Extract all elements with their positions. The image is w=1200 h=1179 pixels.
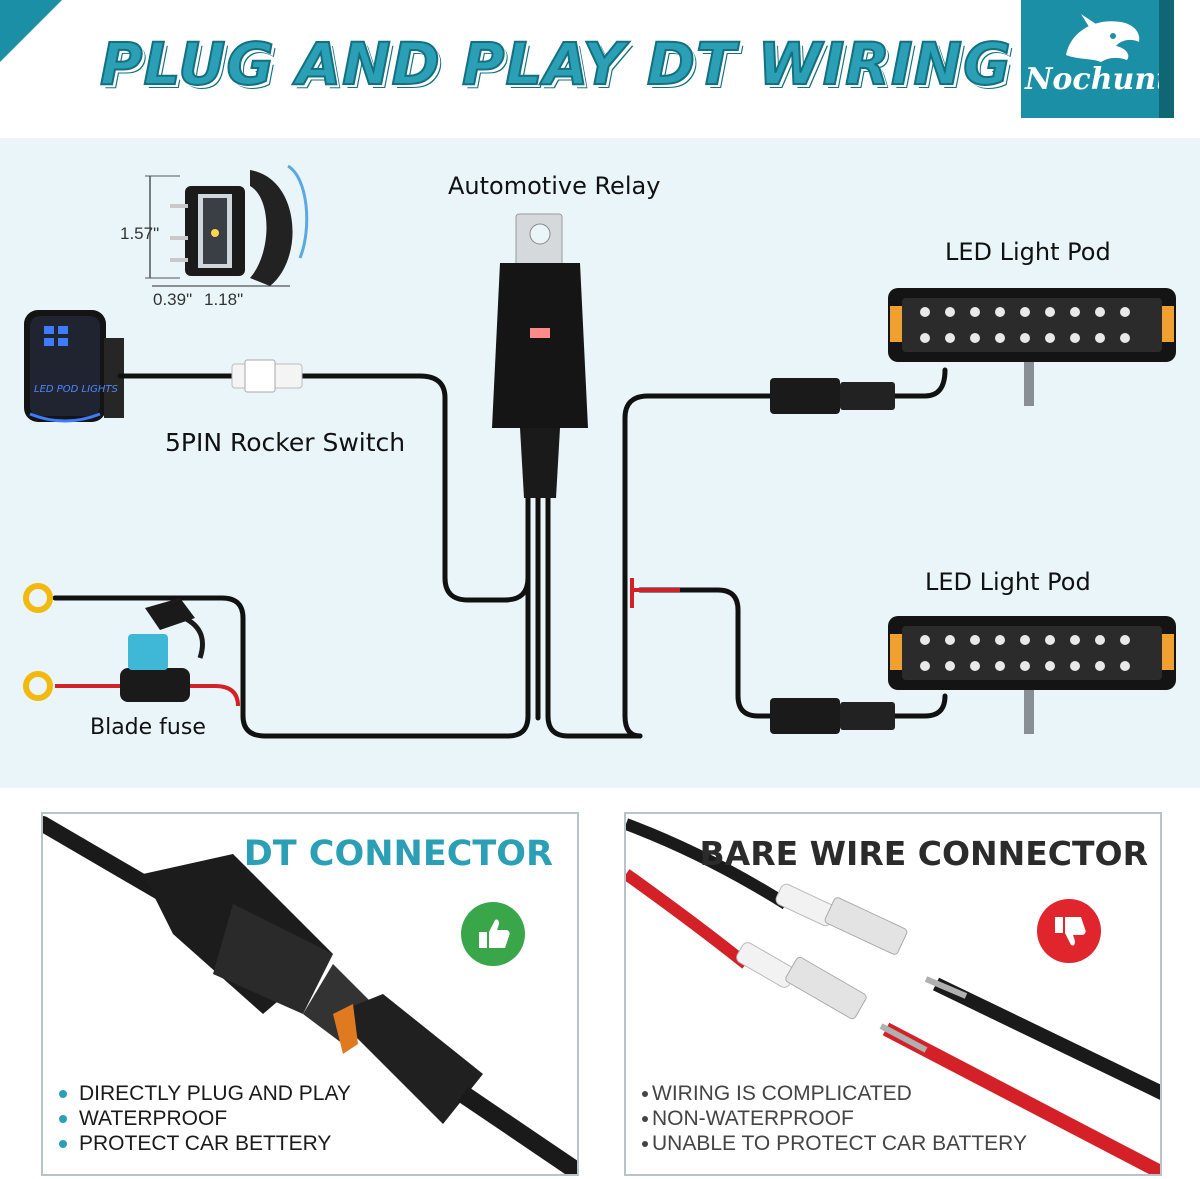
logo-fold (1159, 0, 1174, 118)
panther-head-icon (1066, 14, 1140, 62)
list-item: WIRING IS COMPLICATED (642, 1081, 1027, 1106)
switch-plug (231, 359, 303, 393)
switch-label: 5PIN Rocker Switch (165, 428, 406, 457)
page-title: PLUG AND PLAY DT WIRING KIT (99, 29, 1142, 99)
logo-text: Nochunt (1025, 62, 1170, 97)
dt-connectors (770, 378, 895, 734)
thumbs-down-icon (1037, 899, 1101, 963)
black-wires (52, 367, 948, 739)
switch-dimension-drawing (145, 164, 309, 287)
bare-wire-bullets: WIRING IS COMPLICATED NON-WATERPROOF UNA… (642, 1081, 1027, 1156)
dt-connector-illustration (43, 816, 577, 1174)
fuse-label: Blade fuse (90, 715, 206, 740)
corner-accent (0, 0, 62, 62)
wiring-diagram: LED POD LIGHTS (0, 138, 1200, 788)
bare-wire-title: BARE WIRE CONNECTOR (699, 834, 1149, 873)
led-light-pod-bottom (888, 616, 1176, 734)
list-item: NON-WATERPROOF (642, 1106, 1027, 1131)
ring-terminals (23, 583, 53, 701)
thumbs-up-icon (461, 902, 525, 966)
header-banner: PLUG AND PLAY DT WIRING KIT Nochunt (0, 0, 1200, 138)
pod-bottom-label: LED Light Pod (925, 568, 1091, 596)
switch-face-text: LED POD LIGHTS (34, 384, 118, 395)
dt-connector-bullets: DIRECTLY PLUG AND PLAY WATERPROOF PROTEC… (59, 1081, 351, 1156)
dt-connector-panel: DT CONNECTOR DIRECTLY PLUG AND PLAY WATE… (41, 812, 579, 1176)
dt-connector-title: DT CONNECTOR (243, 834, 553, 874)
list-item: UNABLE TO PROTECT CAR BATTERY (642, 1131, 1027, 1156)
dimension-width: 1.18" (204, 290, 244, 309)
pod-top-label: LED Light Pod (945, 238, 1111, 266)
blade-fuse (120, 598, 205, 702)
red-wires (55, 578, 680, 707)
rocker-switch: LED POD LIGHTS (24, 310, 124, 423)
dimension-height: 1.57" (120, 224, 160, 243)
wiring-illustration: LED POD LIGHTS (23, 164, 1176, 739)
bare-wire-panel: BARE WIRE CONNECTOR WIRING IS COMPLICATE… (624, 812, 1162, 1176)
led-light-pod-top (888, 288, 1176, 406)
automotive-relay (492, 213, 588, 498)
dimension-depth: 0.39" (153, 290, 193, 309)
list-item: DIRECTLY PLUG AND PLAY (59, 1081, 351, 1106)
relay-label: Automotive Relay (448, 172, 661, 200)
list-item: PROTECT CAR BETTERY (59, 1131, 351, 1156)
brand-logo: Nochunt (1021, 0, 1174, 118)
list-item: WATERPROOF (59, 1106, 351, 1131)
